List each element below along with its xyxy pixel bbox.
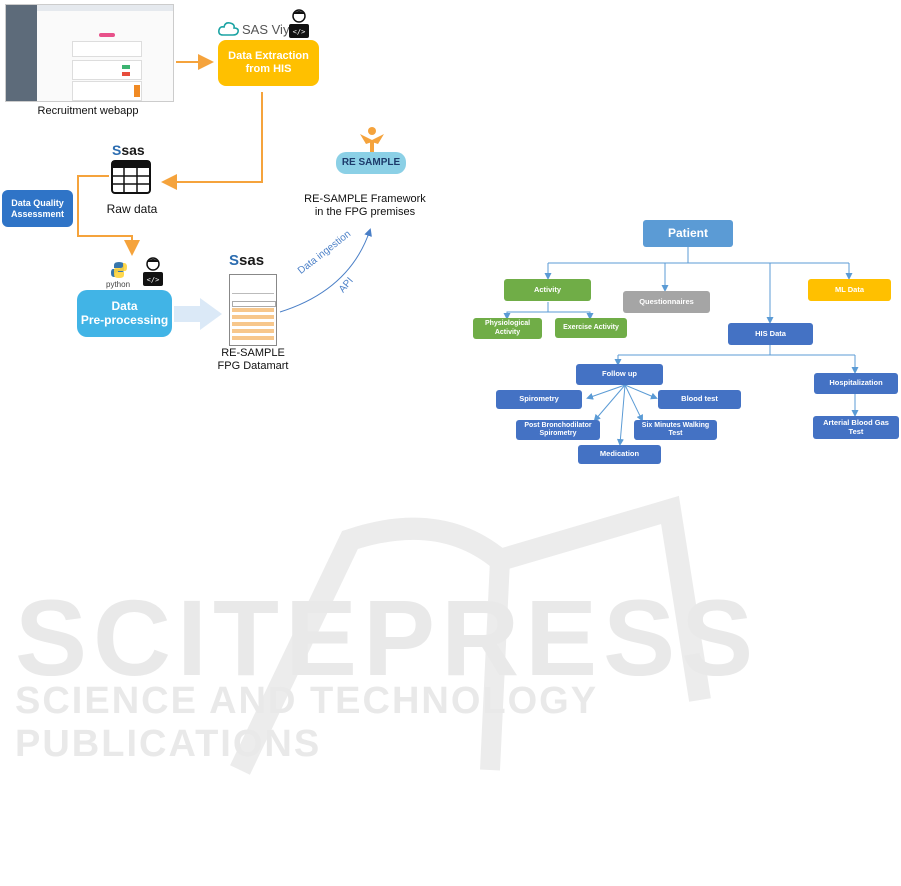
developer-icon: </>	[289, 9, 309, 38]
webapp-caption: Recruitment webapp	[37, 105, 139, 117]
sas-s-icon-2: S	[229, 252, 240, 269]
resample-logo-text: RE SAMPLE	[341, 157, 401, 168]
datamart-caption: RE-SAMPLE FPG Datamart	[217, 347, 289, 373]
resample-person-icon	[360, 127, 384, 152]
tree-connectors	[503, 247, 859, 446]
python-icon	[111, 262, 127, 278]
node-medication: Medication	[578, 445, 661, 464]
arrow-datamart-to-framework	[279, 228, 372, 313]
sas-s-icon: S	[112, 142, 122, 158]
node-six-minutes-walking: Six Minutes Walking Test	[634, 420, 717, 440]
table-icon	[111, 160, 151, 194]
watermark-book-logo	[230, 495, 711, 775]
webapp-panel-3	[72, 81, 142, 101]
framework-caption: RE-SAMPLE Framework in the FPG premises	[304, 193, 426, 219]
node-exercise-activity: Exercise Activity	[555, 318, 627, 338]
datamart-stack	[229, 274, 277, 346]
node-physiological-activity: Physiological Activity	[473, 318, 542, 339]
arrow-raw-to-preprocessing	[77, 175, 140, 256]
node-follow-up: Follow up	[576, 364, 663, 385]
svg-text:</>: </>	[293, 28, 306, 36]
python-label: python	[106, 280, 131, 289]
webapp-orange-block	[134, 85, 140, 97]
arrow-preprocessing-to-datamart	[174, 298, 222, 330]
webapp-screenshot	[5, 4, 174, 102]
node-spirometry: Spirometry	[496, 390, 582, 409]
cloud-icon	[218, 22, 239, 36]
node-his-data: HIS Data	[728, 323, 813, 345]
webapp-red-button	[122, 72, 130, 76]
raw-data-label: Raw data	[106, 202, 158, 216]
sas-logo-datamart: Ssas	[229, 252, 265, 269]
node-post-bronchodilator: Post Bronchodilator Spirometry	[516, 420, 600, 440]
node-patient: Patient	[643, 220, 733, 247]
webapp-sidebar	[6, 5, 37, 101]
node-hospitalization: Hospitalization	[814, 373, 898, 394]
sas-viya-label: SAS Viya	[242, 22, 297, 37]
webapp-panel-1	[72, 41, 142, 57]
developer-icon-2: </>	[143, 257, 163, 286]
data-extraction-box: Data Extraction from HIS	[218, 40, 319, 86]
webapp-topbar	[37, 5, 173, 11]
resample-logo-box	[336, 152, 406, 174]
pipeline-connectors	[77, 54, 372, 330]
svg-text:</>: </>	[147, 276, 160, 284]
webapp-panel-2	[72, 60, 142, 80]
arrow-extraction-to-raw	[161, 92, 263, 190]
preprocessing-box: Data Pre-processing	[77, 290, 172, 337]
watermark-subtitle: SCIENCE AND TECHNOLOGY PUBLICATIONS	[15, 680, 598, 765]
webapp-green-button	[122, 65, 130, 69]
watermark-title: SCITEPRESS	[15, 577, 760, 698]
node-arterial-blood-gas: Arterial Blood Gas Test	[813, 416, 899, 439]
node-blood-test: Blood test	[658, 390, 741, 409]
node-activity: Activity	[504, 279, 591, 301]
webapp-pink-button	[99, 33, 115, 37]
data-quality-box: Data Quality Assessment	[2, 190, 73, 227]
sas-logo-raw: Ssas	[112, 142, 145, 158]
node-questionnaires: Questionnaires	[623, 291, 710, 313]
node-ml-data: ML Data	[808, 279, 891, 301]
